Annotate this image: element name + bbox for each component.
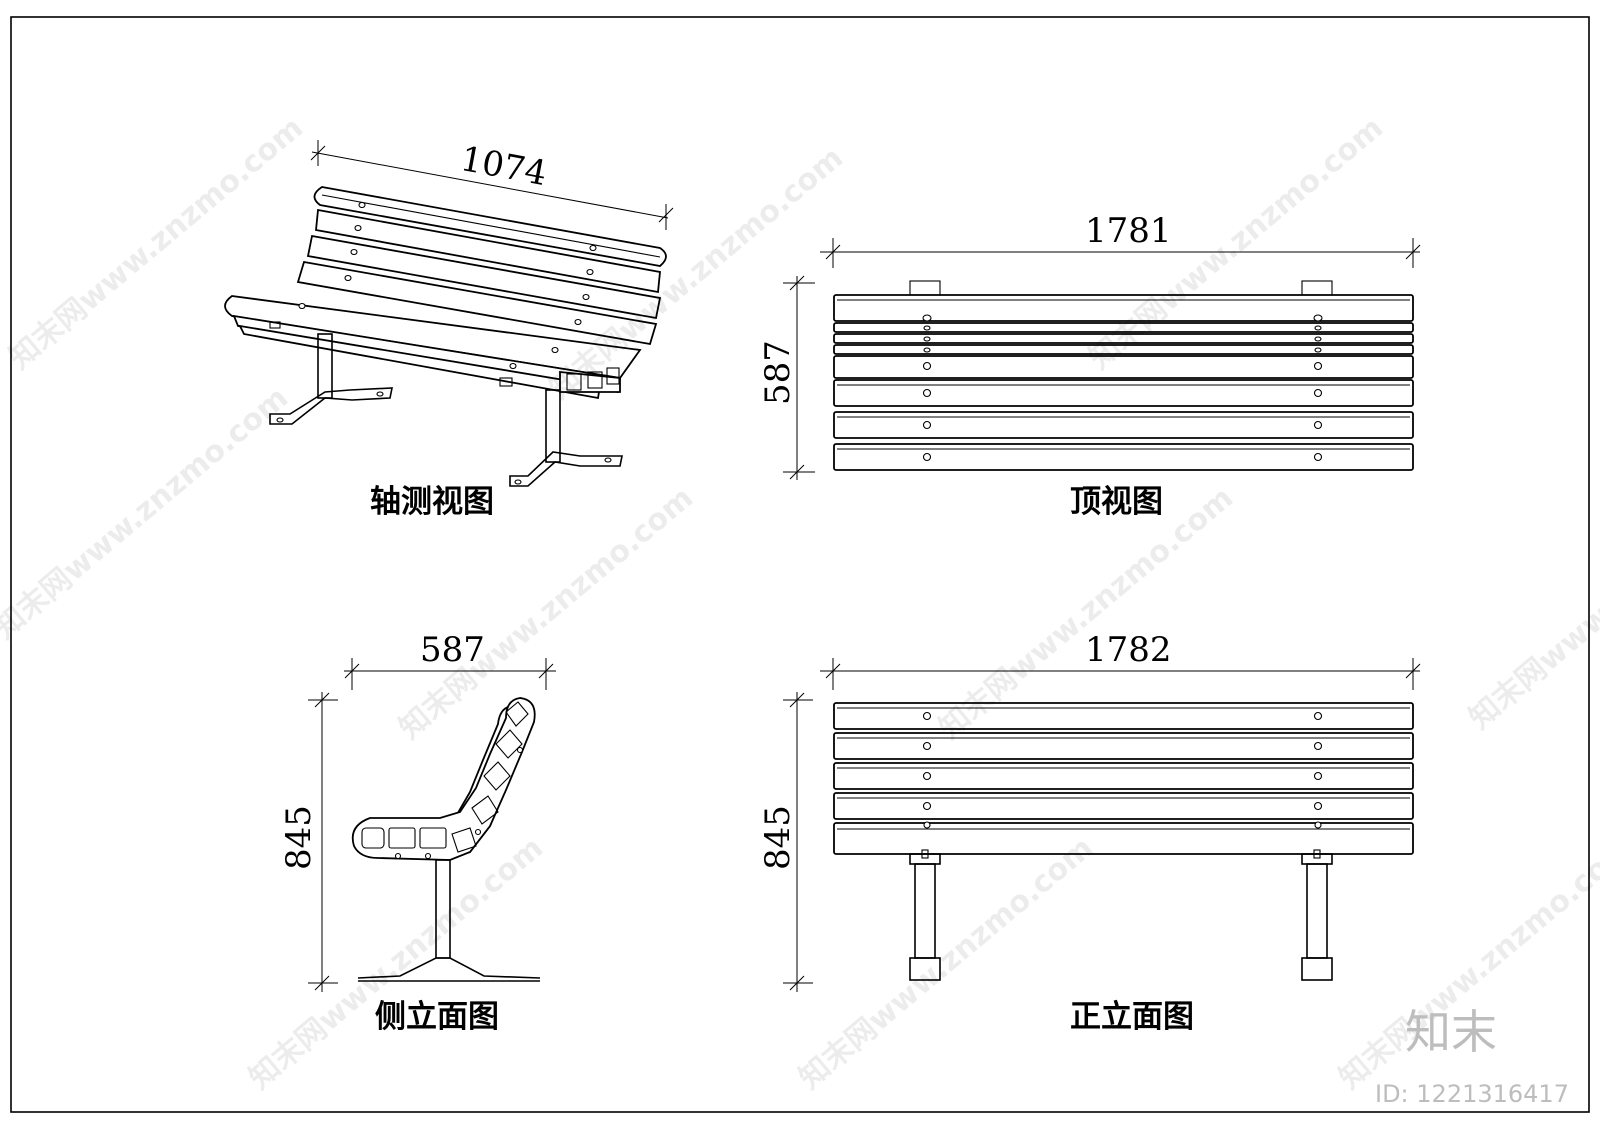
axo-bolt-holes bbox=[298, 201, 597, 370]
watermark-layer: 知末网www.znzmo.com 知末网www.znzmo.com 知末网www… bbox=[0, 110, 1600, 1096]
top-slats bbox=[833, 280, 1414, 471]
axo-dimension-line bbox=[310, 140, 674, 230]
top-bolt-holes bbox=[922, 314, 1323, 462]
top-depth-dimension-text: 587 bbox=[758, 340, 798, 405]
front-height-dimension-text: 845 bbox=[758, 805, 798, 870]
axonometric-view: 1074 bbox=[224, 139, 674, 520]
side-bench-profile bbox=[351, 697, 536, 861]
top-view: 1781 587 bbox=[758, 211, 1421, 520]
watermark-text: 知末网www.znzmo.com bbox=[0, 380, 295, 646]
front-width-dimension-text: 1782 bbox=[1085, 630, 1172, 670]
front-slats bbox=[833, 702, 1414, 855]
side-height-dimension-text: 845 bbox=[279, 805, 319, 870]
axo-caption: 轴测视图 bbox=[370, 484, 494, 520]
side-caption: 侧立面图 bbox=[375, 999, 499, 1035]
axo-backrest bbox=[296, 186, 667, 346]
top-depth-dimension-line bbox=[783, 275, 815, 480]
watermark-id: ID: 1221316417 bbox=[1375, 1080, 1569, 1108]
sheet-border bbox=[10, 16, 1590, 1113]
watermark-text: 知末网www.znzmo.com bbox=[793, 830, 1100, 1096]
top-width-dimension-text: 1781 bbox=[1085, 211, 1172, 251]
axo-dimension-text: 1074 bbox=[457, 139, 549, 194]
top-caption: 顶视图 bbox=[1070, 484, 1163, 520]
watermark-text: 知末网www.znzmo.com bbox=[1463, 470, 1600, 736]
front-view: 1782 845 bbox=[758, 630, 1421, 1035]
axo-legs bbox=[269, 321, 623, 487]
front-legs bbox=[909, 849, 1333, 981]
top-width-dimension-line bbox=[820, 238, 1421, 268]
axo-seat bbox=[224, 295, 642, 400]
side-leg bbox=[357, 859, 541, 982]
watermark-text: 知末网www.znzmo.com bbox=[393, 480, 700, 746]
front-bolt-holes bbox=[922, 711, 1323, 829]
front-caption: 正立面图 bbox=[1070, 999, 1194, 1035]
side-width-dimension-text: 587 bbox=[420, 630, 485, 670]
watermark-brand: 知末 bbox=[1405, 1005, 1497, 1059]
front-height-dimension-line bbox=[783, 692, 813, 992]
side-width-dimension-line bbox=[344, 658, 556, 690]
side-view: 587 845 bbox=[279, 630, 556, 1035]
side-height-dimension-line bbox=[308, 692, 338, 992]
front-width-dimension-line bbox=[820, 658, 1421, 690]
